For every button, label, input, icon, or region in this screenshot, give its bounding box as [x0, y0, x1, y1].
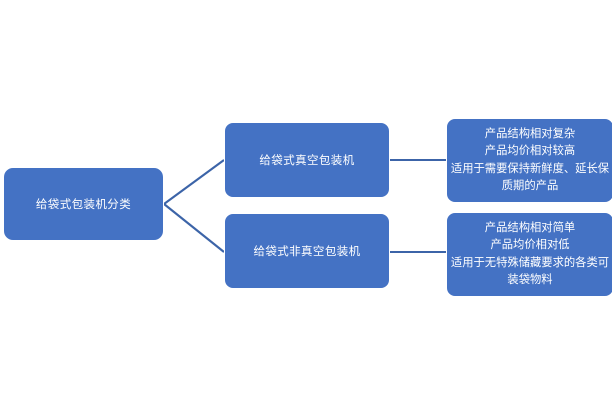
node-non-vacuum-packaging-machine[interactable]: 给袋式非真空包装机 — [224, 213, 390, 289]
connector-root-to-nonvacuum — [163, 203, 225, 253]
node-root-label: 给袋式包装机分类 — [35, 199, 132, 211]
non-vacuum-detail-line-1: 产品结构相对简单 — [484, 221, 576, 234]
node-vacuum-details[interactable]: 产品结构相对复杂 产品均价相对较高 适用于需要保持新鲜度、延长保质期的产品 — [446, 118, 612, 203]
vacuum-detail-line-2: 产品均价相对较高 — [484, 145, 576, 157]
vacuum-detail-line-1: 产品结构相对复杂 — [484, 127, 576, 140]
node-root-category[interactable]: 给袋式包装机分类 — [3, 167, 164, 241]
non-vacuum-detail-list: 产品结构相对简单 产品均价相对低 适用于无特殊储藏要求的各类可装袋物料 — [447, 220, 612, 290]
node-vacuum-packaging-machine[interactable]: 给袋式真空包装机 — [224, 122, 390, 198]
vacuum-detail-line-3: 适用于需要保持新鲜度、延长保质期的产品 — [450, 162, 610, 193]
node-non-vacuum-label: 给袋式非真空包装机 — [253, 246, 361, 258]
non-vacuum-detail-line-3: 适用于无特殊储藏要求的各类可装袋物料 — [450, 256, 610, 287]
non-vacuum-detail-line-2: 产品均价相对低 — [490, 239, 570, 251]
vacuum-detail-list: 产品结构相对复杂 产品均价相对较高 适用于需要保持新鲜度、延长保质期的产品 — [447, 126, 612, 196]
node-vacuum-label: 给袋式真空包装机 — [259, 155, 355, 167]
connector-root-to-vacuum — [163, 159, 225, 205]
node-non-vacuum-details[interactable]: 产品结构相对简单 产品均价相对低 适用于无特殊储藏要求的各类可装袋物料 — [446, 212, 612, 297]
